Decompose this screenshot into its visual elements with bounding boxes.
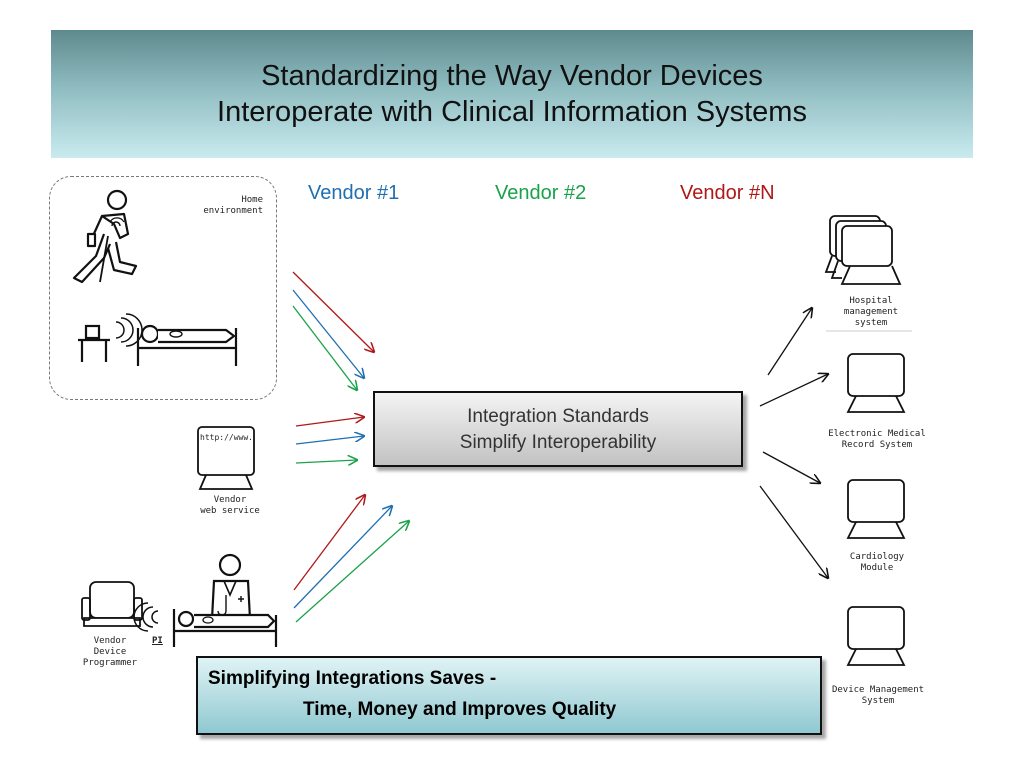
emr-label: Electronic Medical Record System	[828, 429, 926, 450]
hospital-system-icon	[824, 215, 902, 285]
emr-computer-icon	[846, 353, 906, 413]
cardiology-label: Cardiology Module	[849, 552, 905, 573]
device-programmer-label: Vendor Device Programmer	[82, 636, 138, 668]
hospital-system-label: Hospital management system	[843, 296, 899, 328]
vendor-web-service-label: Vendor web service	[200, 495, 260, 516]
device-management-computer-icon	[846, 606, 906, 666]
slide-title: Standardizing the Way Vendor Devices Int…	[51, 58, 973, 130]
vendor-n-label: Vendor #N	[680, 182, 775, 204]
device-management-label: Device Management System	[831, 685, 925, 706]
arrow-home-green	[292, 305, 357, 390]
arrow-to-hospital	[767, 308, 812, 376]
arrow-bed-red	[293, 495, 365, 591]
integration-standards-box: Integration Standards Simplify Interoper…	[373, 391, 743, 467]
arrow-web-green	[295, 460, 357, 463]
home-environment-label: Home environment	[203, 195, 263, 216]
callout-line-2: Time, Money and Improves Quality	[303, 699, 617, 720]
arrow-to-cardio	[762, 451, 820, 483]
arrow-bed-blue	[293, 506, 392, 609]
device-programmer-icon	[81, 581, 143, 627]
title-line-1: Standardizing the Way Vendor Devices	[261, 60, 763, 92]
arrow-home-red	[292, 271, 374, 352]
home-bed-patient-icon	[78, 313, 238, 366]
home-environment-group	[49, 176, 277, 400]
vendor-2-label: Vendor #2	[495, 182, 587, 204]
arrow-to-dms	[759, 485, 828, 578]
cardiology-computer-icon	[846, 479, 906, 539]
vendor-web-service-icon	[197, 426, 255, 490]
web-url-text: http://www.	[200, 433, 253, 442]
arrow-to-emr	[759, 374, 828, 407]
arrow-bed-green	[295, 521, 409, 623]
center-line-2: Simplify Interoperability	[459, 432, 657, 453]
arrow-web-blue	[295, 436, 364, 445]
callout-line-1: Simplifying Integrations Saves -	[208, 668, 497, 689]
wireless-signal-icon	[133, 602, 159, 632]
pi-label: PI	[152, 636, 163, 646]
clinician-patient-bed-icon	[172, 553, 278, 647]
arrow-web-red	[295, 417, 364, 427]
title-banner: Standardizing the Way Vendor Devices Int…	[51, 30, 973, 158]
vendor-1-label: Vendor #1	[308, 182, 400, 204]
walking-patient-icon	[72, 189, 138, 284]
separator-line	[826, 330, 912, 332]
title-line-2: Interoperate with Clinical Information S…	[217, 96, 807, 128]
savings-callout-box: Simplifying Integrations Saves - Time, M…	[196, 656, 822, 735]
center-line-1: Integration Standards	[467, 406, 649, 427]
arrow-home-blue	[292, 289, 364, 378]
